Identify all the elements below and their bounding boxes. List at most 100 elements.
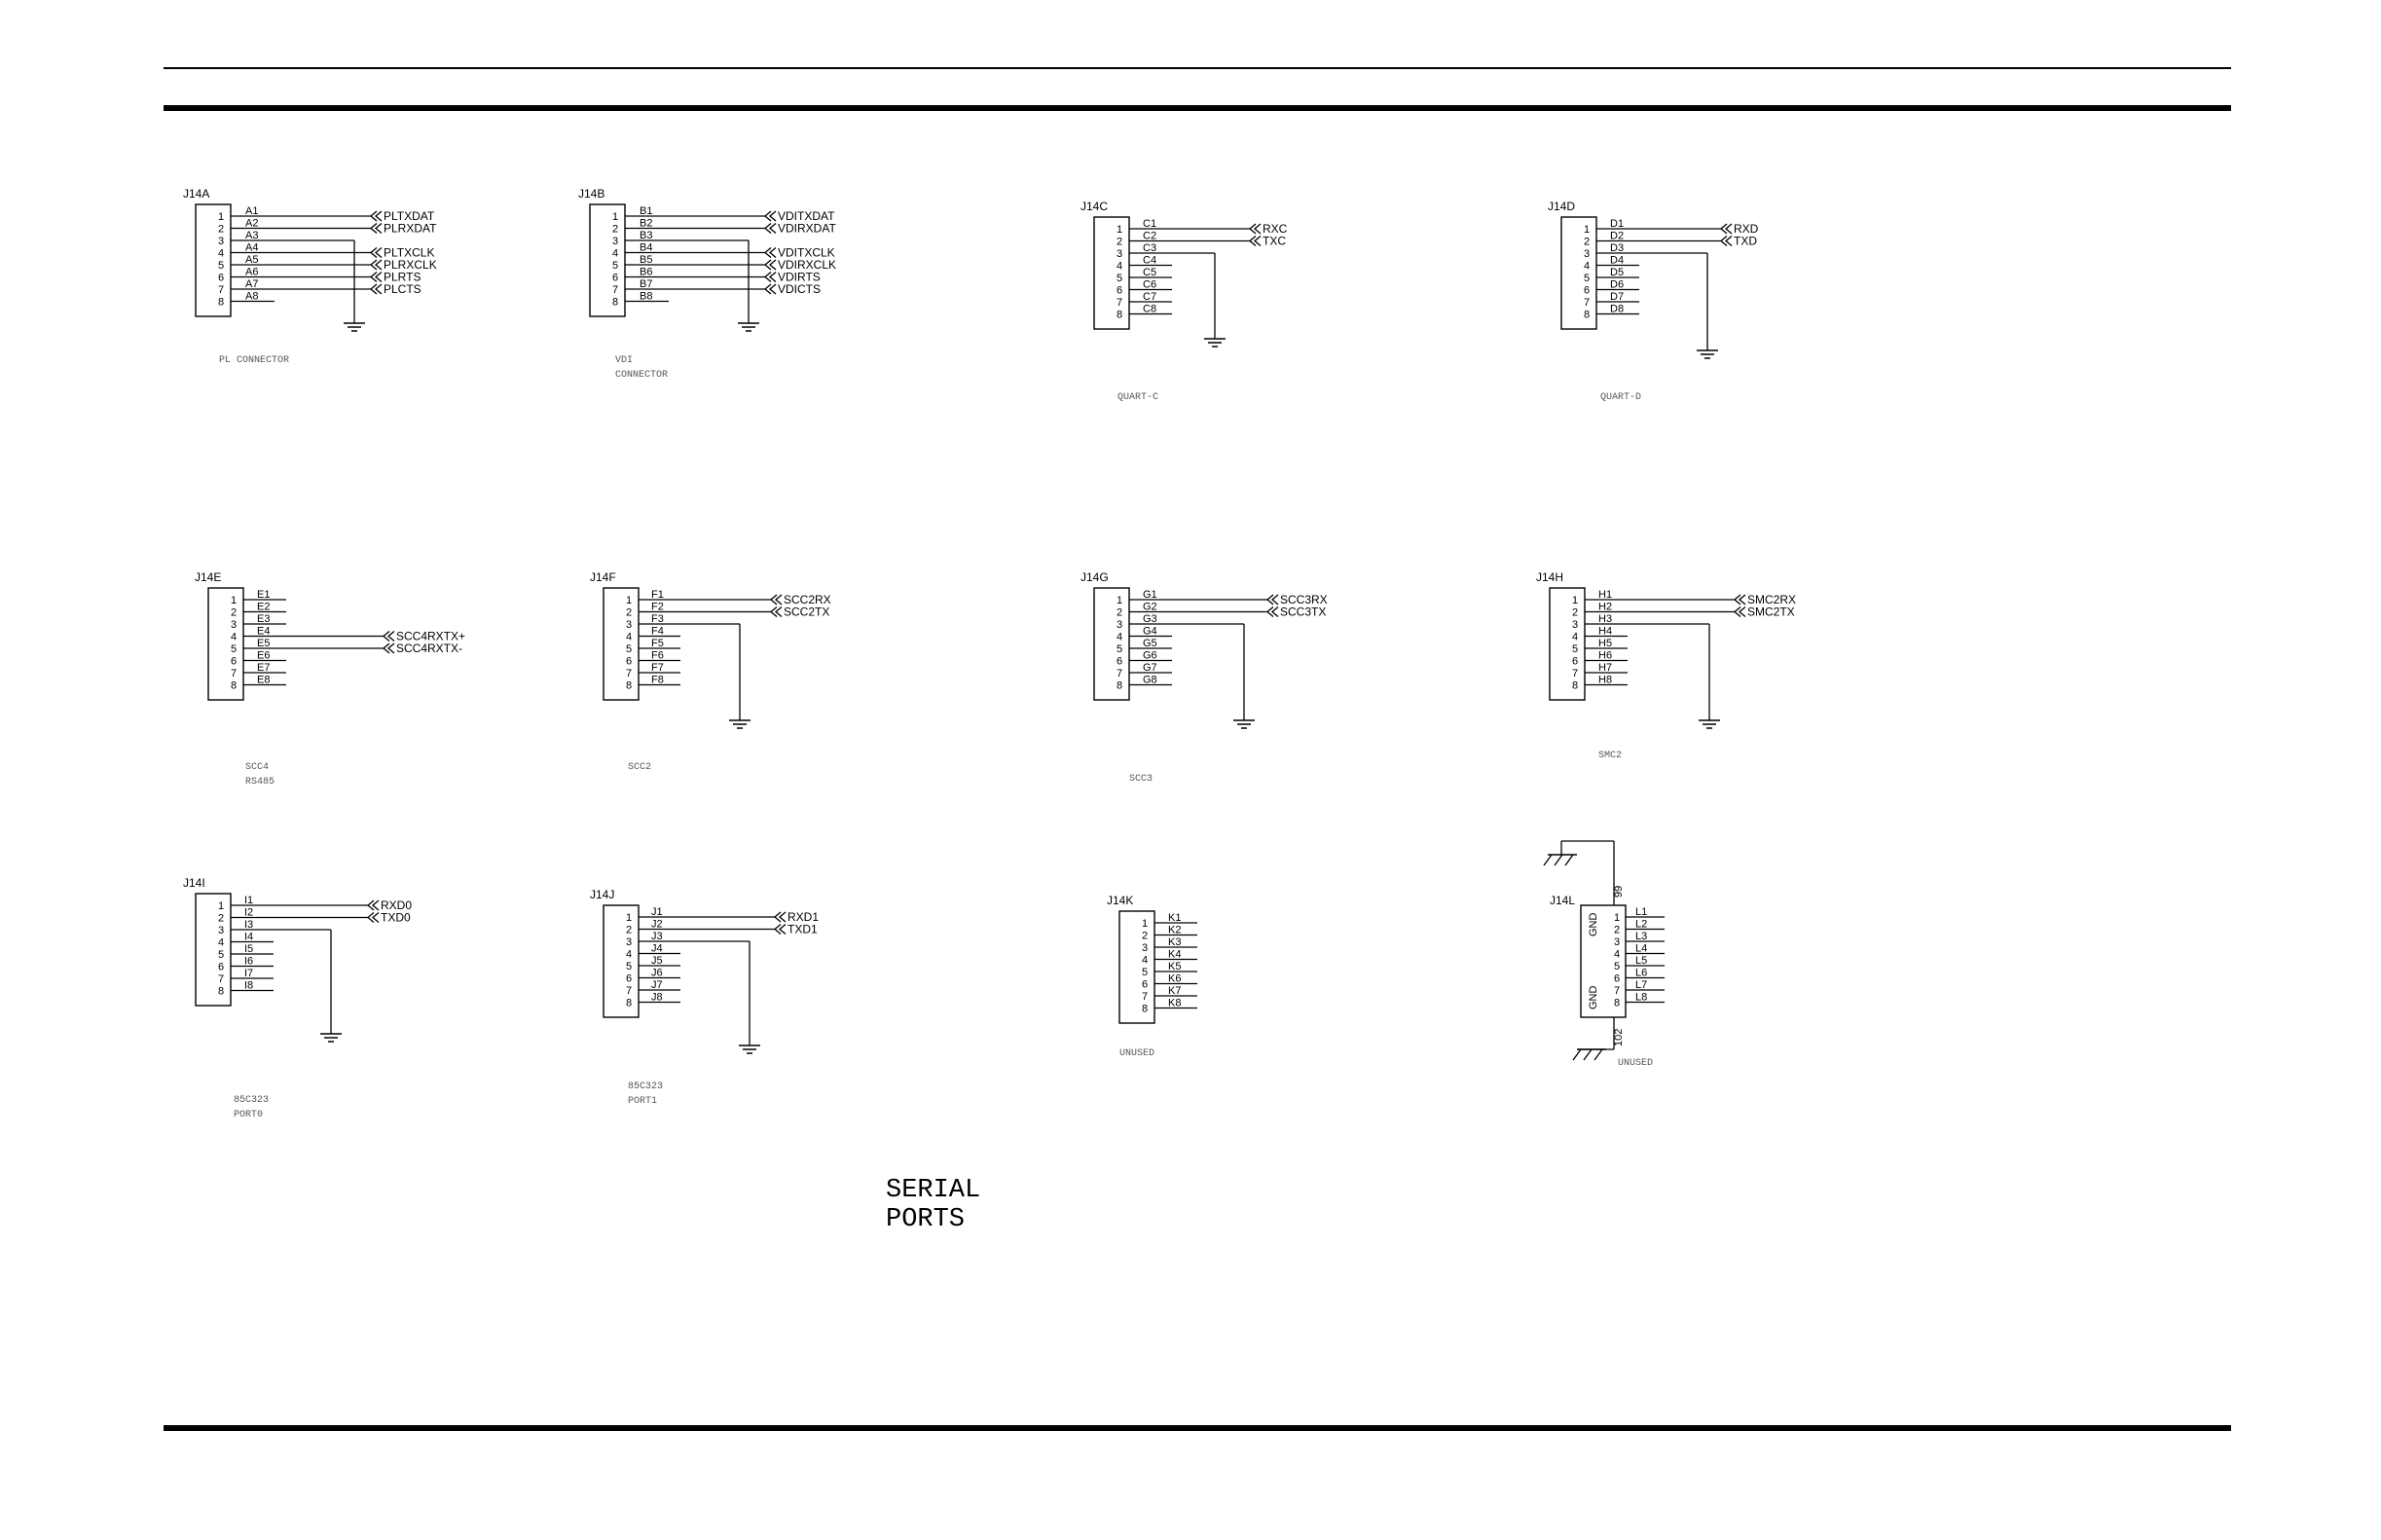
pin-name: L8	[1635, 992, 1647, 1004]
net-port-chevron	[1724, 236, 1733, 246]
connector-ref-label: J14J	[590, 888, 614, 901]
net-label: TXD0	[381, 911, 411, 925]
chassis-ground-symbol	[1572, 1048, 1606, 1061]
pin-number: 6	[218, 962, 224, 973]
ground-symbol	[320, 1033, 342, 1043]
net-label: TXC	[1263, 235, 1286, 248]
pin-number: 2	[1142, 931, 1148, 942]
net-port-chevron	[374, 247, 383, 258]
pin-name: L6	[1635, 968, 1647, 979]
pin-number: 5	[1614, 961, 1620, 972]
pin-name: H5	[1598, 638, 1612, 649]
pin-name: I2	[244, 907, 253, 919]
net-label: SCC3RX	[1280, 593, 1328, 606]
net-port-chevron	[769, 606, 778, 617]
pin-number: 1	[1614, 912, 1620, 924]
pin-name: F2	[651, 602, 664, 613]
connector-body	[1549, 587, 1586, 701]
connector-caption: SCC3	[1129, 774, 1153, 785]
pin-number: 3	[1584, 248, 1590, 260]
pin-number: 4	[612, 248, 618, 260]
pin-number: 8	[218, 986, 224, 998]
net-port-chevron	[768, 283, 777, 295]
ground-symbol	[729, 719, 751, 729]
pin-name: C6	[1143, 279, 1156, 291]
pin-number: 1	[626, 595, 632, 606]
net-port-chevron	[778, 924, 787, 935]
connector-ref-label: J14F	[590, 570, 616, 584]
net-label: RXD	[1734, 222, 1759, 236]
pin-number: 3	[612, 236, 618, 247]
connector-ref-label: J14I	[183, 876, 205, 890]
connector-caption: QUART-D	[1600, 392, 1641, 403]
pin-name: L2	[1635, 919, 1647, 931]
net-label: VDICTS	[778, 282, 821, 296]
pin-number: 8	[1117, 680, 1122, 692]
pin-name: E6	[257, 650, 270, 662]
chassis-ground-tick	[1593, 1048, 1603, 1061]
pin-name: L1	[1635, 906, 1647, 918]
connector-caption: SMC2	[1598, 751, 1622, 761]
pin-number: 5	[218, 949, 224, 961]
pin-name: C4	[1143, 255, 1156, 267]
pin-name: A2	[245, 218, 258, 230]
pin-number: 2	[1117, 607, 1122, 619]
pin-number: 6	[1117, 285, 1122, 297]
pin-number: 2	[612, 224, 618, 236]
net-port-chevron	[366, 912, 375, 923]
net-label: VDIRXDAT	[778, 222, 836, 236]
pin-name: E5	[257, 638, 270, 649]
net-port-chevron	[778, 911, 787, 923]
net-label: VDITXDAT	[778, 209, 835, 223]
pin-name: G5	[1143, 638, 1157, 649]
pin-number: 4	[626, 632, 632, 643]
pin-number: 2	[218, 913, 224, 925]
net-label: SCC3TX	[1280, 605, 1326, 619]
net-port-chevron	[768, 223, 777, 234]
pin-name: F1	[651, 589, 664, 601]
pin-name: G7	[1143, 662, 1157, 674]
ground-symbol	[1697, 349, 1718, 359]
pin-name: A6	[245, 267, 258, 278]
connector-ref-label: J14L	[1550, 894, 1575, 907]
pin-name: B6	[640, 267, 652, 278]
net-label: SCC2TX	[784, 605, 829, 619]
pin-name: A4	[245, 242, 258, 254]
pin-name: J2	[651, 919, 663, 931]
pin-name: F7	[651, 662, 664, 674]
ground-symbol	[1699, 719, 1720, 729]
net-port-chevron	[371, 912, 380, 923]
pin-name: D8	[1610, 304, 1624, 315]
pin-number: 6	[612, 273, 618, 284]
pin-number: 1	[218, 211, 224, 223]
chassis-ground-tick	[1543, 854, 1553, 866]
connector-body	[1118, 910, 1155, 1024]
pin-name: L5	[1635, 955, 1647, 967]
net-label: VDIRXCLK	[778, 258, 836, 272]
connector-caption: PL CONNECTOR	[219, 355, 289, 366]
pin-name: K1	[1168, 912, 1181, 924]
chassis-ground-tick	[1564, 854, 1574, 866]
net-port-chevron	[382, 642, 390, 654]
pin-name: E7	[257, 662, 270, 674]
net-label: PLRXCLK	[384, 258, 437, 272]
connector-caption: 85C323	[628, 1082, 663, 1092]
pin-number: 3	[231, 619, 237, 631]
net-port-chevron	[369, 272, 378, 282]
pin-name: F5	[651, 638, 664, 649]
pin-number: 4	[1614, 949, 1620, 961]
ground-symbol	[739, 1045, 760, 1054]
pin-name: D2	[1610, 231, 1624, 242]
pin-name: K3	[1168, 936, 1181, 948]
net-label: SMC2RX	[1747, 593, 1796, 606]
pin-number: 6	[231, 656, 237, 668]
net-label: RXC	[1263, 222, 1288, 236]
pin-name: B4	[640, 242, 652, 254]
pin-number: 7	[1142, 991, 1148, 1003]
net-port-chevron	[1733, 594, 1741, 605]
pin-name: G2	[1143, 602, 1157, 613]
pin-number: 5	[231, 643, 237, 655]
pin-number: 6	[218, 273, 224, 284]
gnd-pin-number: 102	[1613, 1029, 1625, 1046]
net-label: SCC4RXTX-	[396, 642, 462, 655]
